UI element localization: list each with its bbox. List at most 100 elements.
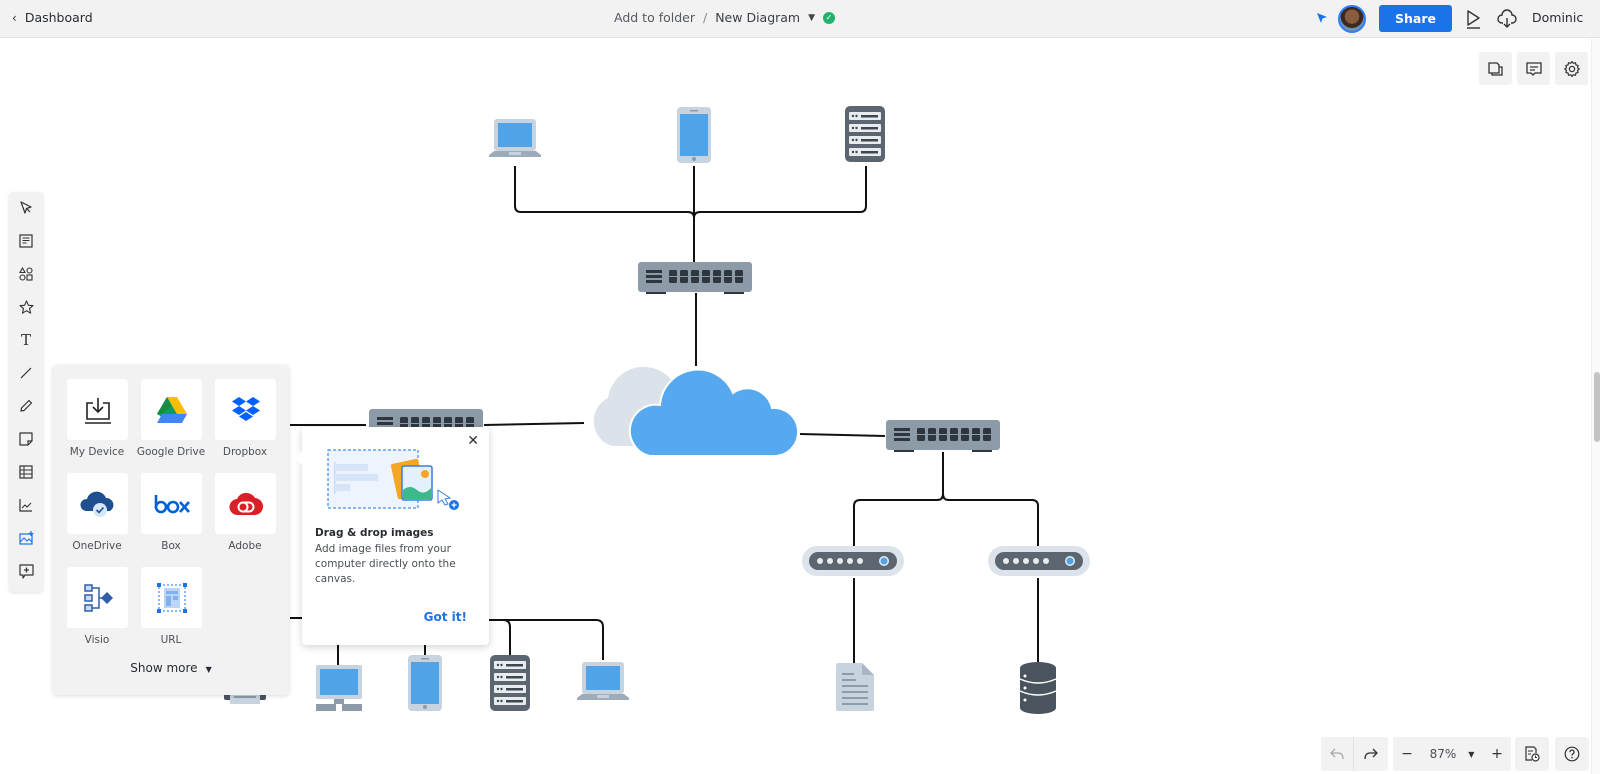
present-icon[interactable] [1464, 9, 1482, 29]
source-label: Visio [84, 634, 110, 646]
redo-button[interactable] [1354, 737, 1388, 771]
cloud-download-icon[interactable] [1497, 9, 1517, 29]
revision-history-button[interactable] [1515, 737, 1549, 771]
document-title[interactable]: New Diagram [715, 10, 801, 25]
sticky-note-tool[interactable] [16, 429, 36, 449]
server-node [490, 655, 530, 711]
database-node [1019, 662, 1057, 714]
zoom-controls: − 87% ▼ + [1393, 737, 1511, 771]
smartphone-node [677, 107, 711, 163]
chart-icon [19, 499, 32, 512]
redo-icon [1364, 748, 1378, 760]
pages-button[interactable] [1479, 52, 1512, 85]
chevron-down-icon: ▼ [1468, 749, 1475, 759]
shapes-icon [19, 267, 33, 281]
connector [489, 619, 604, 660]
source-label: Box [161, 540, 181, 552]
onedrive-icon [79, 491, 113, 517]
source-label: Google Drive [136, 446, 206, 458]
avatar[interactable] [1338, 5, 1366, 33]
source-adobe[interactable] [215, 473, 276, 534]
breadcrumb: Add to folder / New Diagram ▼ ✓ [614, 10, 836, 25]
shapes-tool[interactable] [16, 264, 36, 284]
router-node [802, 546, 904, 576]
laptop-node [489, 119, 541, 157]
tooltip-title: Drag & drop images [315, 527, 434, 539]
source-dropbox[interactable] [215, 379, 276, 440]
source-label: URL [160, 634, 182, 646]
box-icon [154, 494, 190, 513]
embed-add-icon [18, 563, 34, 579]
drag-drop-tooltip: ✕ Drag & drop images Add image files fro… [295, 427, 489, 645]
image-tool[interactable] [16, 528, 36, 548]
embed-tool[interactable] [16, 561, 36, 581]
google-drive-icon [156, 396, 187, 423]
source-label: OneDrive [72, 540, 122, 552]
show-more-button[interactable]: Show more▼ [53, 661, 289, 675]
undo-icon [1330, 748, 1344, 760]
desktop-node [316, 665, 362, 711]
source-onedrive[interactable] [67, 473, 128, 534]
pointer-icon [20, 201, 32, 214]
tooltip-arrow [295, 451, 302, 465]
source-label: My Device [69, 446, 125, 458]
source-url[interactable] [141, 567, 202, 628]
connector [483, 422, 585, 426]
close-icon[interactable]: ✕ [467, 433, 479, 449]
connector [502, 619, 511, 655]
pencil-icon [20, 399, 33, 412]
pages-icon [1487, 61, 1503, 76]
dropbox-icon [231, 396, 260, 421]
favorites-tool[interactable] [16, 297, 36, 317]
text-tool[interactable]: T [16, 330, 36, 350]
settings-icon [1563, 60, 1580, 77]
collaborator-cursor-icon [1317, 13, 1327, 23]
add-to-folder-link[interactable]: Add to folder [614, 10, 695, 25]
history-icon [1525, 746, 1540, 762]
table-icon [19, 465, 33, 479]
scrollbar-thumb[interactable] [1594, 372, 1600, 442]
table-tool[interactable] [16, 462, 36, 482]
network-diagram [224, 106, 1090, 714]
zoom-in-button[interactable]: + [1491, 746, 1503, 762]
smartphone-node [408, 655, 442, 711]
share-button[interactable]: Share [1379, 5, 1452, 32]
sticky-note-icon [19, 432, 33, 446]
image-import-panel: My Device Google Drive Dropbox OneDrive … [53, 365, 289, 695]
connector [799, 433, 886, 437]
document-node [836, 663, 874, 711]
image-add-icon [18, 531, 33, 545]
comments-icon [1525, 61, 1542, 76]
zoom-out-button[interactable]: − [1401, 746, 1413, 762]
undo-button[interactable] [1321, 737, 1354, 771]
tooltip-description: Add image files from your computer direc… [315, 543, 456, 585]
title-dropdown-icon[interactable]: ▼ [808, 12, 816, 23]
zoom-level-dropdown[interactable]: 87% ▼ [1421, 737, 1483, 771]
source-google-drive[interactable] [141, 379, 202, 440]
source-my-device[interactable] [67, 379, 128, 440]
got-it-button[interactable]: Got it! [423, 610, 467, 624]
connector [942, 493, 1039, 547]
left-toolbar: T [9, 192, 43, 592]
settings-button[interactable] [1555, 52, 1588, 85]
chart-tool[interactable] [16, 495, 36, 515]
saved-check-icon: ✓ [823, 11, 836, 24]
breadcrumb-separator: / [702, 10, 708, 25]
select-tool[interactable] [16, 198, 36, 218]
source-box[interactable] [141, 473, 202, 534]
source-label: Dropbox [222, 446, 268, 458]
switch-node [637, 261, 753, 295]
text-icon: T [20, 331, 31, 349]
template-tool[interactable] [16, 231, 36, 251]
comments-button[interactable] [1517, 52, 1550, 85]
source-visio[interactable] [67, 567, 128, 628]
star-icon [18, 299, 34, 314]
line-tool[interactable] [16, 363, 36, 383]
draw-tool[interactable] [16, 396, 36, 416]
zoom-level: 87% [1429, 747, 1457, 761]
line-icon [20, 367, 32, 379]
user-name[interactable]: Dominic [1532, 10, 1584, 25]
help-button[interactable] [1555, 737, 1589, 771]
show-more-label: Show more [130, 661, 198, 675]
back-to-dashboard-link[interactable]: ‹ Dashboard [12, 10, 93, 25]
